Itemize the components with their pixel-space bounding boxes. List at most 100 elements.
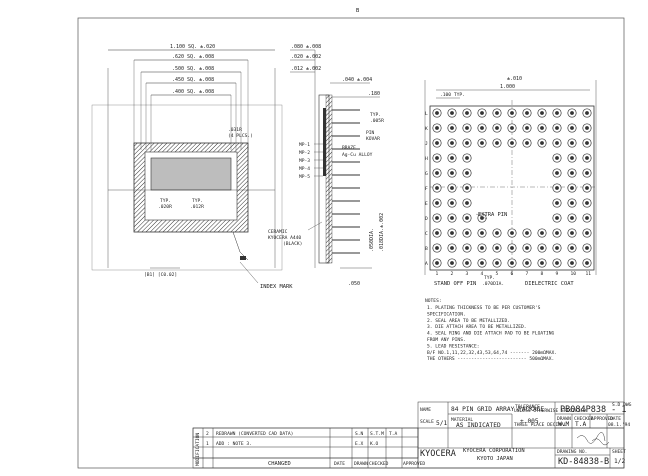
mp-3: MP-3 — [299, 158, 310, 164]
part-number: PB084P838 - 1 — [560, 405, 627, 415]
pin-hole — [450, 126, 454, 130]
pin-hole — [525, 141, 529, 145]
pin-hole — [435, 171, 439, 175]
tolerance-sub: UNLESS OTHERWISE SPECIFIED — [514, 408, 586, 414]
pin-hole — [465, 126, 469, 130]
col-label: 4 — [481, 271, 484, 277]
rev-drawn: S.N — [355, 431, 364, 437]
pin-hole — [570, 246, 574, 250]
note-line: 2. SEAL AREA TO BE METALLIZED. — [427, 318, 510, 324]
pin-hole — [450, 201, 454, 205]
pin-hole — [510, 111, 514, 115]
modification-label: MODIFICATION — [195, 433, 201, 466]
pin-hole — [465, 141, 469, 145]
dim-450: .450 SQ. ±.008 — [172, 77, 214, 83]
typ-right: TYP. — [192, 198, 203, 204]
note-line: 5. LEAD RESISTANCE: — [427, 343, 480, 349]
pin-hole — [585, 171, 589, 175]
side-view: .080 ±.008 .020 ±.002 .012 ±.002 .040 ±.… — [268, 44, 385, 287]
ceramic-label: CERAMIC — [268, 229, 288, 235]
pin-hole — [555, 186, 559, 190]
head-date: DATE — [610, 416, 621, 422]
pin-hole — [585, 231, 589, 235]
braze-label: BRAZE — [342, 145, 356, 151]
row-label: B — [425, 246, 428, 252]
pin-hole — [450, 186, 454, 190]
col-label: 3 — [466, 271, 469, 277]
pin-hole — [540, 261, 544, 265]
note-line: B/F NO.1,11,22,32,43,53,64,74 ------- 20… — [427, 350, 557, 356]
sheet-label: SHEET — [612, 449, 626, 455]
typ-right-r: .012R — [190, 204, 204, 210]
dielectric-label: DIELECTRIC COAT — [525, 281, 574, 287]
side-dim-012: .012 ±.002 — [291, 66, 321, 72]
mp-2: MP-2 — [299, 150, 310, 156]
package-name: 84 PIN GRID ARRAY PACKAGE — [451, 406, 544, 413]
pin-hole — [540, 126, 544, 130]
signature-scribble-2 — [591, 438, 610, 446]
pin-hole — [525, 111, 529, 115]
rev-footer-date: DATE — [334, 461, 345, 467]
pin-hole — [465, 246, 469, 250]
head-drawn: DRAWN — [557, 416, 571, 422]
note-line: FROM ANY PINS. — [427, 337, 466, 343]
pin-hole — [540, 111, 544, 115]
pin-hole — [450, 156, 454, 160]
typ-dia: TYP. — [484, 275, 495, 281]
die-attach-pad — [150, 157, 232, 191]
row-label: F — [425, 186, 428, 192]
checked-by: T.A — [575, 421, 586, 428]
col-label: 9 — [556, 271, 559, 277]
rev-desc: ADD : NOTE 3. — [216, 441, 252, 447]
pin-hole — [570, 186, 574, 190]
pin-hole — [450, 171, 454, 175]
pin-hole — [525, 261, 529, 265]
row-label: C — [425, 231, 428, 237]
rev-footer-changed: CHANGED — [268, 461, 291, 467]
title-block-text: PB084P838 - 1 S.D DWG NAME 84 PIN GRID A… — [420, 402, 632, 467]
row-label: D — [425, 216, 428, 222]
pin-hole — [435, 156, 439, 160]
pin-hole — [435, 231, 439, 235]
drawn-by: W.M — [558, 421, 569, 428]
dim-620: .620 SQ. ±.008 — [172, 54, 214, 60]
row-label: J — [425, 141, 428, 147]
head-approved: APPROVED — [591, 416, 613, 422]
grid-tolerance: ±.010 — [507, 76, 522, 82]
notes-title: NOTES: — [425, 298, 442, 304]
rev-mark: 2 — [206, 431, 209, 437]
rev-checked: S.T.M — [370, 431, 384, 437]
pin-hole — [465, 261, 469, 265]
side-typ: TYP. — [370, 112, 381, 118]
mp-1: MP-1 — [299, 142, 310, 148]
side-dim-040: .040 ±.004 — [342, 77, 372, 83]
pin-hole — [465, 186, 469, 190]
kyocera-logo: KYOCERA — [420, 449, 456, 459]
col-label: 8 — [541, 271, 544, 277]
pin-hole — [570, 126, 574, 130]
pin-hole — [585, 186, 589, 190]
pin-hole — [480, 141, 484, 145]
pin-hole — [495, 111, 499, 115]
pin-hole — [570, 141, 574, 145]
notes-block: NOTES: 1. PLATING THICKNESS TO BE PER CU… — [425, 298, 557, 362]
pin-hole — [570, 231, 574, 235]
ceramic-color: (BLACK) — [283, 241, 302, 247]
pin-hole — [480, 111, 484, 115]
pin-hole — [465, 216, 469, 220]
pin-hole — [555, 156, 559, 160]
scale-value: 5/1 — [436, 420, 447, 427]
pin-hole — [480, 246, 484, 250]
tolerance-value: ±.005 — [520, 418, 539, 425]
pin-hole — [465, 231, 469, 235]
pin-hole — [450, 216, 454, 220]
top-view: 1.100 SQ. ±.020 .620 SQ. ±.008 .500 SQ. … — [91, 44, 293, 290]
pin-label: PIN — [366, 130, 375, 136]
pin-hole — [570, 201, 574, 205]
pin-hole — [510, 246, 514, 250]
material-label: MATERIAL — [451, 417, 473, 423]
pin-hole — [555, 171, 559, 175]
index-mark-shape — [240, 256, 246, 260]
company-location: KYOTO JAPAN — [477, 456, 513, 462]
